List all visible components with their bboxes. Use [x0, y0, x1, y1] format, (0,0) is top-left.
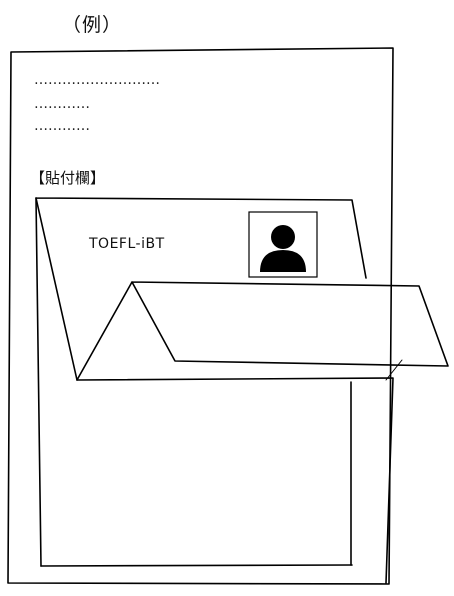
test-name-label: TOEFL-iBT: [89, 236, 165, 252]
example-label: （例）: [62, 14, 123, 36]
dotted-line-1: ………………………: [34, 72, 160, 88]
person-silhouette-icon: [260, 225, 306, 272]
document-outline: [7, 47, 394, 585]
attachment-box-left-edge: [35, 197, 42, 567]
dotted-line-2: …………: [34, 96, 90, 112]
score-report-sheet: [35, 197, 394, 584]
folded-flap: [76, 281, 449, 381]
flap-shadow: [385, 359, 403, 381]
attachment-box-bottom-edge: [40, 564, 353, 567]
dotted-line-3: …………: [34, 118, 90, 134]
attach-section-label: 【貼付欄】: [30, 169, 106, 187]
